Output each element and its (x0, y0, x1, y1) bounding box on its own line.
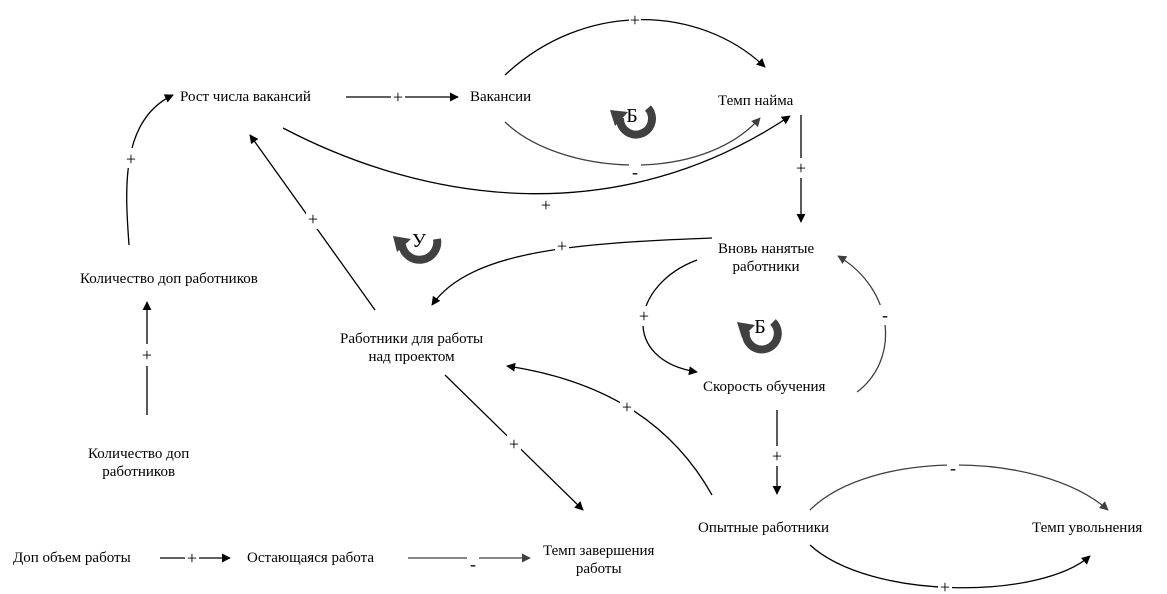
node-temp-uvolneniya: Темп увольнения (1032, 520, 1143, 536)
polarity-vnov-rab-proekt: + (557, 236, 567, 256)
node-temp-nayma: Темп найма (718, 93, 794, 109)
node-opytnye-rabotniki: Опытные работники (698, 520, 830, 536)
node-kol-dop2-line1: Количество доп (88, 446, 190, 462)
polarity-dop-obem-ostayusch: + (187, 548, 197, 568)
polarity-opytnye-temp-uvol-bottom: + (940, 577, 950, 594)
node-temp-zav-line1: Темп завершения (543, 543, 655, 559)
link-rost-temp-nayma (282, 115, 791, 195)
polarity-rab-proekt-rost: + (308, 209, 318, 229)
node-rabotniki-proekt-line1: Работники для работы (340, 331, 484, 347)
node-rost-vakansiy: Рост числа вакансий (180, 89, 311, 105)
node-kolichestvo-dop-rabotnikov-2: Количество доп работников (88, 445, 189, 481)
link-kol-dop-rost (126, 94, 174, 246)
node-dop-obem-raboty: Доп объем работы (13, 550, 131, 566)
polarity-rost-vakansii: + (393, 87, 403, 107)
polarity-skorost-vnov: - (882, 305, 888, 325)
link-vnov-rab-proekt (431, 237, 713, 306)
polarity-kol-dop2-kol-dop1: + (142, 345, 152, 365)
node-ostayuschayasya-rabota: Остающаяся работа (247, 550, 374, 566)
loop-icon-u: У (393, 230, 442, 264)
loop-icon-b2: Б (737, 316, 782, 354)
polarity-kol-dop-rost: + (126, 149, 136, 169)
link-opytnye-temp-uvol-bottom (809, 544, 1091, 589)
link-skorost-vnov (837, 255, 887, 393)
polarity-vakansii-temp-nayma-bottom: - (632, 162, 638, 182)
polarity-rost-temp-nayma: + (541, 195, 551, 215)
node-temp-zaversheniya: Темп завершения работы (543, 542, 654, 578)
loop-icon-b1: Б (610, 105, 656, 139)
node-rabotniki-proekt-line2: над проектом (368, 349, 455, 365)
loop-label-b1: Б (626, 105, 637, 127)
node-vnov-nanyatye-line1: Вновь нанятые (718, 241, 815, 257)
node-vakansii: Вакансии (470, 89, 532, 105)
link-opytnye-rab-proekt (506, 362, 713, 496)
polarity-opytnye-rab-proekt: + (622, 397, 632, 417)
polarity-temp-nayma-vnov: + (796, 158, 806, 178)
polarity-ostayusch-temp-zav: - (470, 554, 476, 574)
polarity-vnov-skorost: + (639, 306, 649, 326)
node-rabotniki-proekt: Работники для работы над проектом (340, 330, 483, 366)
polarity-opytnye-temp-uvol-top: - (950, 458, 956, 478)
node-kolichestvo-dop-rabotnikov: Количество доп работников (80, 271, 258, 287)
node-vnov-nanyatye-line2: работники (732, 259, 800, 275)
node-skorost-obucheniya: Скорость обучения (703, 379, 826, 395)
polarity-skorost-opytnye: + (772, 446, 782, 466)
node-temp-zav-line2: работы (575, 561, 622, 577)
loop-label-u: У (412, 230, 427, 252)
node-vnov-nanyatye: Вновь нанятые работники (718, 240, 814, 276)
link-vnov-skorost (642, 259, 698, 376)
loop-label-b2: Б (754, 316, 765, 338)
polarity-rab-proekt-temp-zav: + (509, 434, 519, 454)
polarity-vakansii-temp-nayma-top: + (630, 10, 640, 30)
node-kol-dop2-line2: работников (102, 464, 176, 480)
